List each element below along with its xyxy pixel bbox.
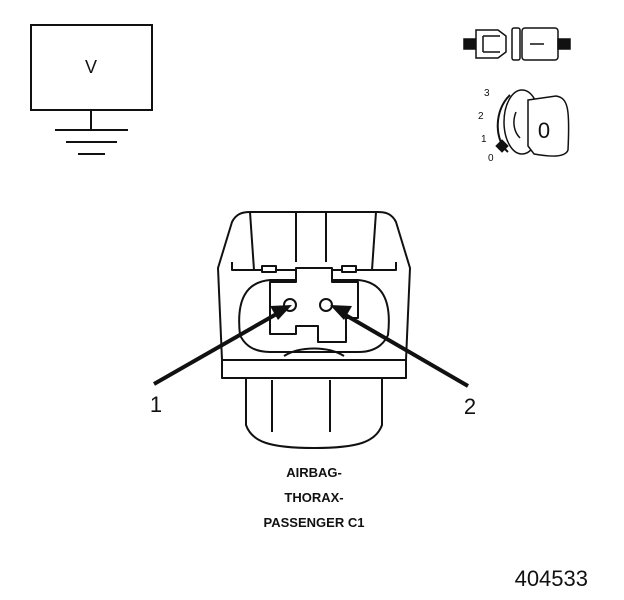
connector-face xyxy=(217,211,411,449)
callout-2: 2 xyxy=(464,394,476,419)
ignition-key-icon xyxy=(495,89,570,157)
connector-caption-line-3: PASSENGER C1 xyxy=(264,515,365,530)
voltmeter-label: V xyxy=(85,57,97,77)
voltmeter-symbol xyxy=(30,24,153,155)
callout-1: 1 xyxy=(150,392,162,417)
figure-number: 404533 xyxy=(515,566,588,591)
key-position-0: 0 xyxy=(488,153,494,164)
connector-disconnected-icon xyxy=(463,27,571,61)
callout-leaders xyxy=(153,305,470,388)
key-position-2: 2 xyxy=(478,111,484,122)
key-position-3: 3 xyxy=(484,88,490,99)
connector-caption-line-1: AIRBAG- xyxy=(286,465,342,480)
key-position-1: 1 xyxy=(481,134,487,145)
connector-caption-line-2: THORAX- xyxy=(284,490,343,505)
key-label: 0 xyxy=(538,118,550,143)
terminal-2 xyxy=(319,298,333,312)
